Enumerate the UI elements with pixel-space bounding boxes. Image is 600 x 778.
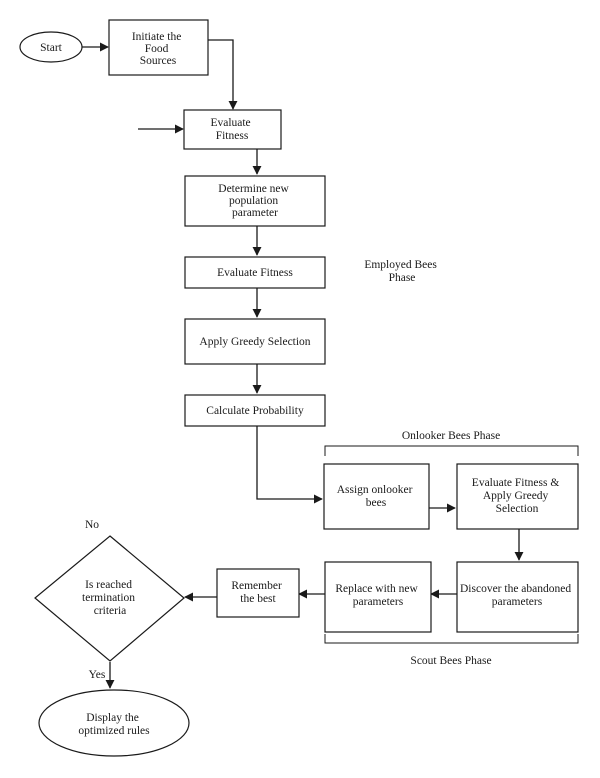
discover-node: Discover the abandoned parameters xyxy=(456,561,579,633)
evaluate-fitness-line-2: Fitness xyxy=(216,130,249,142)
initiate-label: Initiate the Food Sources xyxy=(132,31,184,67)
replace-line-1: Replace with new xyxy=(335,583,418,595)
evaluate-fitness-2-label: Evaluate Fitness xyxy=(217,267,293,279)
decision-line-3: criteria xyxy=(94,605,127,617)
display-node: Display the optimized rules xyxy=(38,689,190,757)
remember-node: Remember the best xyxy=(216,568,300,618)
determine-node: Determine new population parameter xyxy=(184,175,326,227)
decision-node: Is reached termination criteria xyxy=(34,535,185,662)
employed-phase-line-2: Phase xyxy=(389,272,416,284)
onlooker-bracket xyxy=(324,445,579,456)
evaluate-fitness-node: Evaluate Fitness xyxy=(183,109,282,150)
eval-greedy-label: Evaluate Fitness & Apply Greedy Selectio… xyxy=(472,477,562,515)
eval-greedy-line-3: Selection xyxy=(496,503,539,515)
determine-box xyxy=(184,175,326,227)
remember-box xyxy=(216,568,300,618)
probability-node: Calculate Probability xyxy=(184,394,326,427)
start-label: Start xyxy=(40,42,63,54)
greedy-selection-box xyxy=(184,318,326,365)
edges xyxy=(82,39,524,689)
initiate-line-3: Sources xyxy=(140,55,177,67)
discover-line-2: parameters xyxy=(492,596,543,608)
evaluate-fitness-box xyxy=(183,109,282,150)
replace-line-2: parameters xyxy=(353,596,404,608)
initiate-node: Initiate the Food Sources xyxy=(108,19,209,76)
eval-greedy-node: Evaluate Fitness & Apply Greedy Selectio… xyxy=(456,463,579,530)
assign-onlooker-line-2: bees xyxy=(366,497,387,509)
assign-onlooker-line-1: Assign onlooker xyxy=(337,484,413,496)
probability-label: Calculate Probability xyxy=(206,405,304,417)
initiate-line-2: Food xyxy=(145,43,169,55)
display-line-2: optimized rules xyxy=(78,725,150,737)
employed-phase-label: Employed Bees Phase xyxy=(364,259,439,284)
edge-probability-assign xyxy=(256,426,323,504)
initiate-line-1: Initiate the xyxy=(132,31,182,43)
determine-line-3: parameter xyxy=(232,207,278,219)
probability-box xyxy=(184,394,326,427)
eval-greedy-line-1: Evaluate Fitness & xyxy=(472,477,560,489)
remember-label: Remember the best xyxy=(231,580,284,605)
greedy-selection-node: Apply Greedy Selection xyxy=(184,318,326,365)
display-label: Display the optimized rules xyxy=(78,712,150,737)
evaluate-fitness-2-box xyxy=(184,256,326,289)
edge-initiate-evaluate xyxy=(208,39,238,110)
replace-node: Replace with new parameters xyxy=(324,561,432,633)
start-ellipse xyxy=(19,31,83,63)
display-line-1: Display the xyxy=(86,712,139,724)
decision-line-1: Is reached xyxy=(85,579,132,591)
determine-line-1: Determine new xyxy=(218,183,289,195)
remember-line-1: Remember xyxy=(231,580,282,592)
assign-onlooker-label: Assign onlooker bees xyxy=(337,484,416,509)
replace-label: Replace with new parameters xyxy=(335,583,420,608)
determine-line-2: population xyxy=(229,195,278,207)
assign-onlooker-node: Assign onlooker bees xyxy=(323,463,430,530)
scout-bracket xyxy=(324,634,579,644)
greedy-selection-label: Apply Greedy Selection xyxy=(199,336,310,348)
scout-phase-label: Scout Bees Phase xyxy=(410,655,491,667)
yes-branch-label: Yes xyxy=(89,669,106,681)
no-branch-label: No xyxy=(85,519,99,531)
employed-phase-line-1: Employed Bees xyxy=(364,259,437,271)
remember-line-2: the best xyxy=(240,593,276,605)
decision-label: Is reached termination criteria xyxy=(82,579,138,617)
initiate-box xyxy=(108,19,209,76)
evaluate-fitness-line-1: Evaluate xyxy=(210,117,250,129)
discover-line-1: Discover the abandoned xyxy=(460,583,571,595)
display-ellipse xyxy=(38,689,190,757)
replace-box xyxy=(324,561,432,633)
decision-diamond xyxy=(34,535,185,662)
start-node: Start xyxy=(19,31,83,63)
phase-brackets xyxy=(324,445,579,644)
onlooker-phase-label: Onlooker Bees Phase xyxy=(402,430,500,442)
assign-onlooker-box xyxy=(323,463,430,530)
decision-line-2: termination xyxy=(82,592,135,604)
discover-label: Discover the abandoned parameters xyxy=(460,583,574,608)
evaluate-fitness-label: Evaluate Fitness xyxy=(210,117,253,142)
eval-greedy-box xyxy=(456,463,579,530)
discover-box xyxy=(456,561,579,633)
determine-label: Determine new population parameter xyxy=(218,183,291,219)
evaluate-fitness-2-node: Evaluate Fitness xyxy=(184,256,326,289)
eval-greedy-line-2: Apply Greedy xyxy=(483,490,549,502)
